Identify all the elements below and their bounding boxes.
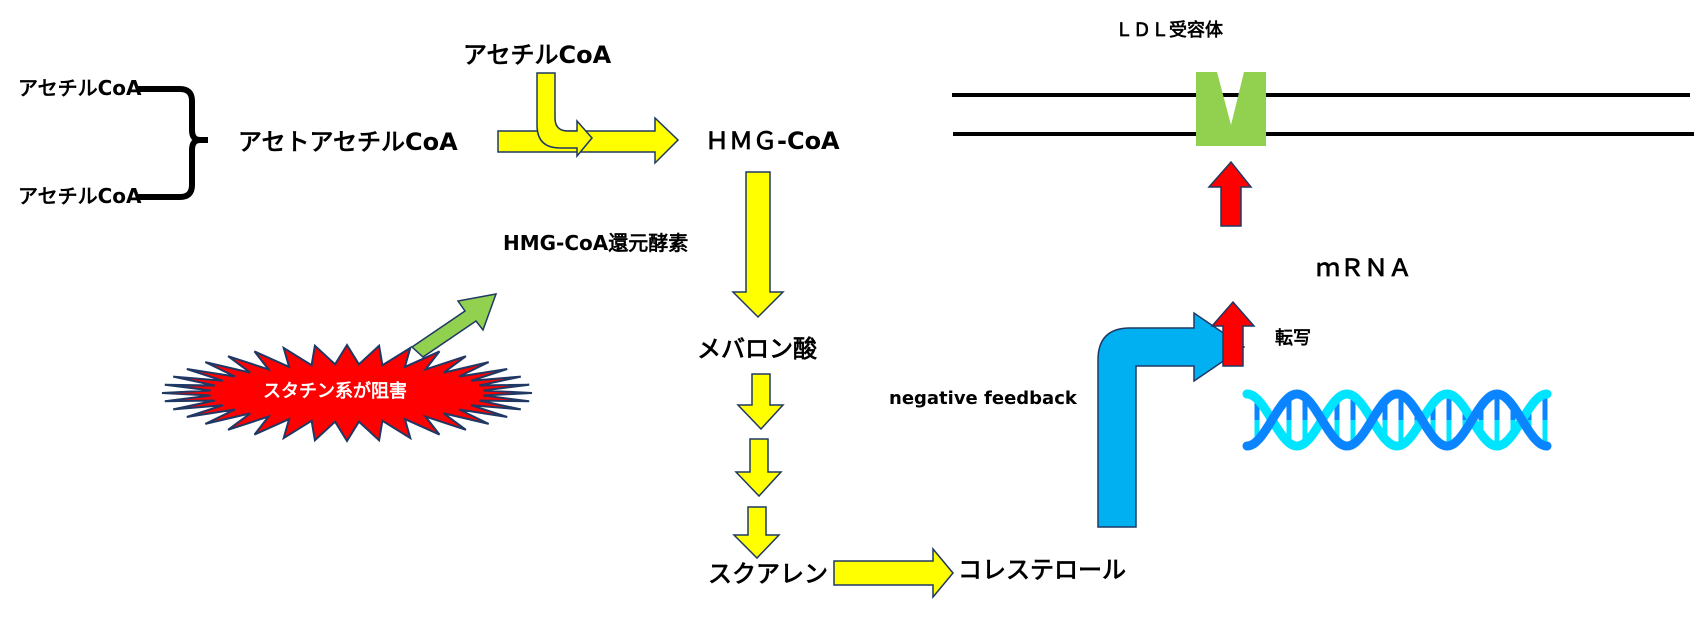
label-acetyl-coa-top-left: アセチルCoA: [18, 76, 142, 100]
label-acetyl-coa-top: アセチルCoA: [463, 41, 612, 69]
label-acetoacetyl-coa: アセトアセチルCoA: [238, 128, 458, 156]
arrow-negative-feedback: [1097, 311, 1246, 528]
arrow-mrna-to-receptor: [1207, 160, 1253, 227]
dna-strand-dark: [1242, 389, 1552, 451]
label-cholesterol: コレステロール: [958, 556, 1126, 584]
label-hmg-coa: ＨＭＧ-CoA: [705, 127, 840, 155]
arrow-statin-inhibits: [410, 293, 498, 358]
label-negative-feedback: negative feedback: [889, 388, 1077, 409]
right-curly-brace-icon: [137, 86, 208, 200]
arrow-step-1: [736, 373, 785, 431]
arrow-squalene-to-cholesterol: [833, 546, 954, 600]
arrow-dna-to-mrna: [1210, 300, 1256, 367]
dna-double-helix-icon: [1242, 389, 1552, 451]
label-squalene: スクアレン: [708, 560, 828, 588]
label-mevalonic-acid: メバロン酸: [697, 335, 817, 363]
label-ldl-receptor: ＬＤＬ受容体: [1115, 20, 1223, 41]
label-mrna: ｍＲＮＡ: [1316, 254, 1412, 282]
label-acetyl-coa-bottom-left: アセチルCoA: [18, 184, 142, 208]
arrow-step-3: [732, 506, 781, 560]
ldl-receptor-icon: [1196, 72, 1266, 146]
arrow-hmg-to-mevalonate: [731, 171, 785, 319]
arrow-acetyl-coa-merge: [536, 72, 593, 159]
label-hmg-coa-reductase: HMG-CoA還元酵素: [503, 231, 689, 255]
dna-strand-light: [1242, 389, 1552, 451]
arrow-step-2: [734, 438, 783, 498]
label-transcription: 転写: [1275, 328, 1311, 349]
explosion-burst-icon: [161, 343, 533, 443]
label-statin-inhibits: スタチン系が阻害: [263, 381, 407, 402]
